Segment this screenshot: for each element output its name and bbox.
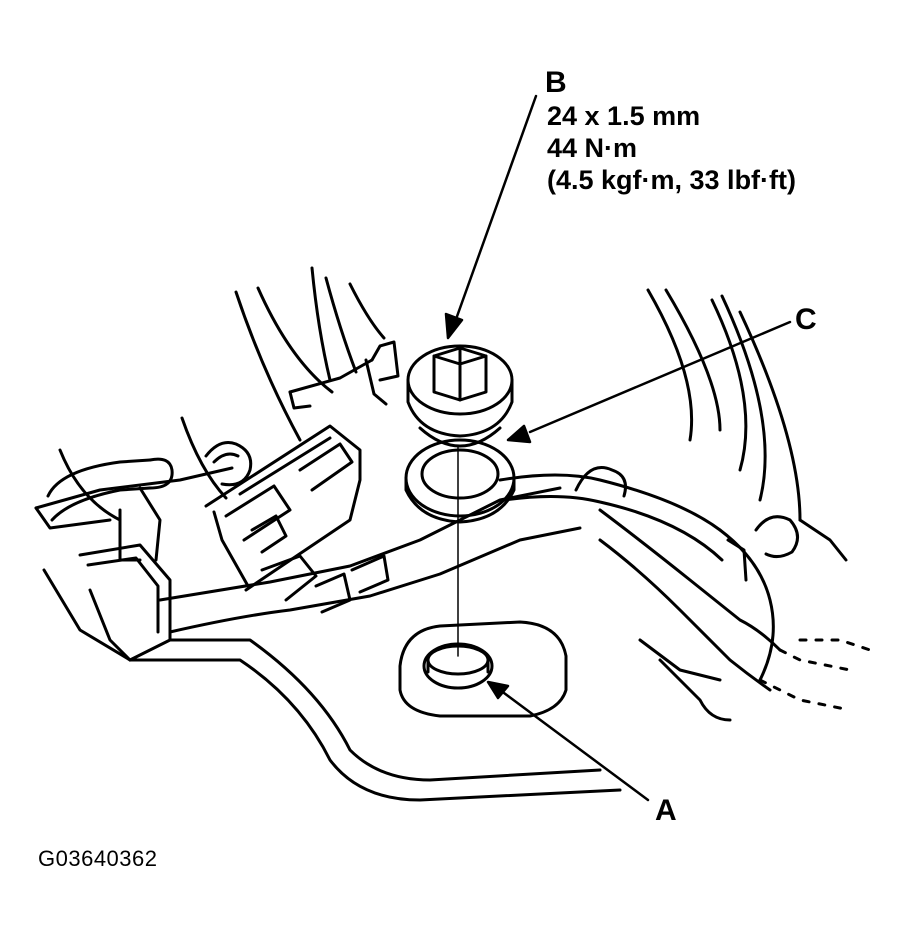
drain-boss xyxy=(398,620,568,718)
callout-b-spec: 24 x 1.5 mm 44 N·m (4.5 kgf·m, 33 lbf·ft… xyxy=(547,100,796,196)
transmission-case xyxy=(34,441,622,802)
housing-background xyxy=(58,266,802,522)
torque-imperial: (4.5 kgf·m, 33 lbf·ft) xyxy=(547,165,797,195)
right-hose xyxy=(498,466,872,722)
leader-arrows xyxy=(444,94,792,802)
bolt-size: 24 x 1.5 mm xyxy=(547,101,701,131)
leader-a xyxy=(498,688,650,802)
arrowhead-a xyxy=(486,680,510,700)
drain-plug-b xyxy=(406,344,514,448)
leader-b xyxy=(453,94,538,324)
leader-c xyxy=(528,320,792,434)
callout-b-letter: B xyxy=(545,66,567,99)
torque-nm: 44 N·m xyxy=(547,133,638,163)
sealing-washer-c xyxy=(404,438,516,524)
arrowhead-b xyxy=(444,312,464,340)
wiring-connector xyxy=(158,340,582,634)
arrowhead-c xyxy=(506,424,532,444)
callout-a-letter: A xyxy=(655,794,677,827)
callout-c-letter: C xyxy=(795,303,817,336)
figure-id: G03640362 xyxy=(38,846,158,871)
